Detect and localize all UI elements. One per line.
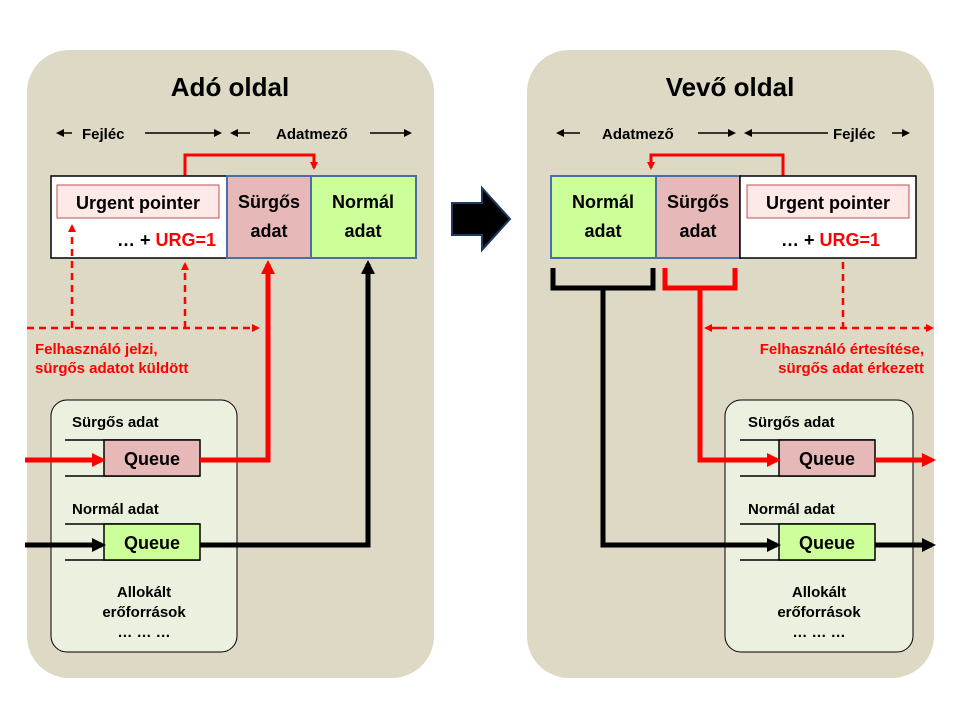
receiver-header-label: Fejléc [833,126,876,143]
sender-urgent-queue-label: Sürgős adat [72,414,159,431]
receiver-note-line2: sürgős adat érkezett [778,360,924,377]
receiver-pointer-arrow [647,153,785,178]
sender-span-arrows: Fejléc Adatmező [56,126,412,143]
sender-urgent-up-arrow [200,260,275,463]
sender-urgent-data-line2: adat [250,221,287,241]
sender-panel: Adó oldal Fejléc Adatmező Urgent pointer… [25,50,434,678]
right-arrow-icon [451,185,512,253]
sender-resources: Sürgős adat Queue Normál adat Queue Allo… [50,399,238,653]
receiver-urgent-data-line2: adat [679,221,716,241]
sender-urgent-pointer: Urgent pointer [76,193,200,213]
sender-normal-queue: Queue [124,533,180,553]
receiver-normal-in-arrow [600,300,781,552]
receiver-resources-line3: … … … [792,624,845,641]
sender-normal-data-line2: adat [344,221,381,241]
sender-note-line2: sürgős adatot küldött [35,360,188,377]
receiver-normal-brace [550,268,656,300]
sender-urgent-queue: Queue [124,449,180,469]
receiver-urgent-in-arrow [697,300,781,467]
receiver-data-label: Adatmező [602,126,674,143]
sender-segment: Urgent pointer … + URG=1 Sürgős adat Nor… [50,175,417,259]
receiver-urgent-queue-label: Sürgős adat [748,414,835,431]
receiver-urgent-data-line1: Sürgős [667,192,729,212]
sender-title: Adó oldal [171,72,289,102]
sender-urgent-data-line1: Sürgős [238,192,300,212]
sender-header-label: Fejléc [82,126,125,143]
sender-normal-up-arrow [200,260,375,548]
sender-resources-line1: Allokált [117,584,171,601]
receiver-normal-queue: Queue [799,533,855,553]
receiver-normal-data-line2: adat [584,221,621,241]
receiver-resources: Sürgős adat Queue Normál adat Queue Allo… [724,399,914,653]
receiver-segment: Normál adat Sürgős adat Urgent pointer …… [550,175,917,259]
sender-normal-queue-label: Normál adat [72,501,159,518]
receiver-urgent-pointer: Urgent pointer [766,193,890,213]
receiver-urgent-brace [662,268,738,300]
receiver-normal-queue-label: Normál adat [748,501,835,518]
receiver-resources-line1: Allokált [792,584,846,601]
receiver-urgent-queue: Queue [799,449,855,469]
receiver-normal-data-line1: Normál [572,192,634,212]
sender-note-line1: Felhasználó jelzi, [35,341,158,358]
receiver-signal-lines [704,262,934,332]
receiver-resources-line2: erőforrások [777,604,861,621]
sender-data-label: Adatmező [276,126,348,143]
receiver-note-line1: Felhasználó értesítése, [760,341,924,358]
sender-urg-field: … + URG=1 [117,230,216,250]
sender-signal-lines [27,224,260,332]
sender-resources-line2: erőforrások [102,604,186,621]
receiver-panel: Vevő oldal Adatmező Fejléc Normál adat S… [527,50,936,678]
sender-normal-data-line1: Normál [332,192,394,212]
receiver-urg-field: … + URG=1 [781,230,880,250]
sender-resources-line3: … … … [117,624,170,641]
sender-pointer-arrow [183,153,318,178]
receiver-title: Vevő oldal [666,72,795,102]
receiver-span-arrows: Adatmező Fejléc [556,126,910,143]
